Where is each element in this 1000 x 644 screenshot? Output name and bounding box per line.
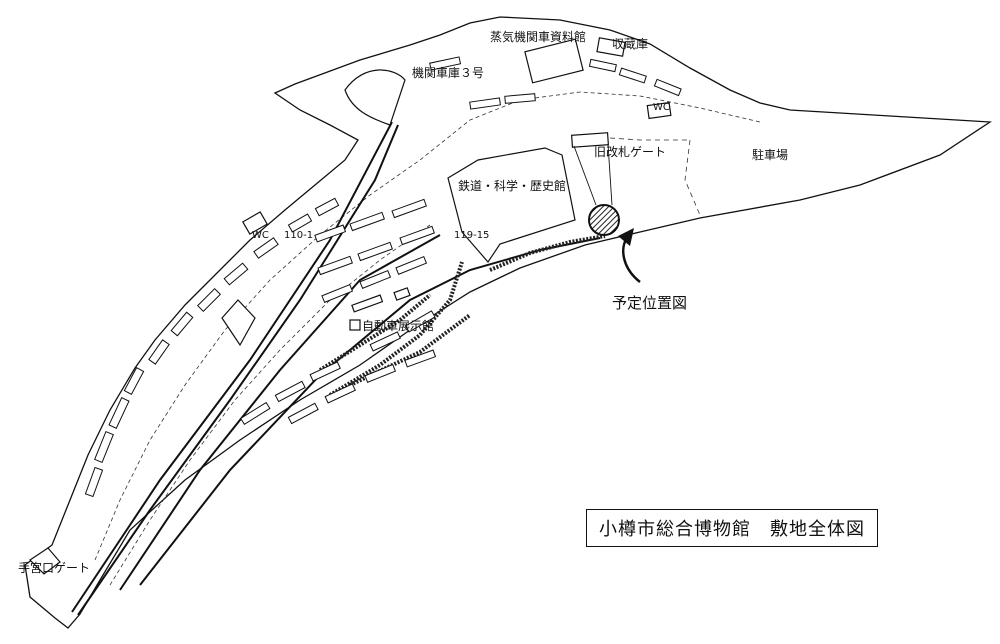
wc-building-top	[646, 101, 672, 120]
steam-museum-building	[524, 38, 584, 84]
storage-building	[596, 37, 626, 57]
gate-leader-lines	[573, 143, 613, 206]
label-rail-science-museum: 鉄道・科学・歴史館	[458, 179, 567, 193]
label-temiya-gate: 手宮口ゲート	[18, 561, 91, 575]
map-title: 小樽市総合博物館 敷地全体図	[599, 519, 865, 540]
rail-science-building	[447, 147, 576, 263]
temiya-gate-booth	[29, 547, 61, 575]
inner-road-dashed	[94, 91, 761, 561]
label-code-110-1: 110-1	[284, 230, 314, 241]
buildings	[29, 37, 672, 575]
engine-shed-3	[344, 69, 406, 126]
parking-dashed	[609, 137, 701, 216]
pavilion-lower	[221, 299, 256, 347]
map-title-box: 小樽市総合博物館 敷地全体図	[586, 509, 878, 547]
car-hall-box-3	[393, 287, 411, 301]
wc-building-left	[242, 211, 268, 235]
label-planned-location: 予定位置図	[612, 294, 688, 312]
car-hall-box-1	[349, 319, 361, 331]
label-engine-shed-3: 機関車庫３号	[412, 66, 485, 80]
car-hall-box-2	[351, 294, 384, 313]
site-boundary	[24, 16, 992, 629]
arrowhead-icon	[618, 228, 634, 246]
label-wc-top: WC	[653, 102, 670, 113]
label-parking: 駐車場	[752, 148, 789, 162]
rolling-stock	[240, 56, 682, 426]
label-storage: 収蔵庫	[612, 37, 649, 51]
label-code-119-15: 119-15	[454, 230, 490, 241]
label-old-gate: 旧改札ゲート	[594, 145, 667, 159]
label-wc-left: WC	[252, 230, 269, 241]
label-car-hall: 自動車展示館	[362, 319, 435, 333]
label-steam-museum: 蒸気機関車資料館	[490, 30, 587, 44]
left-edge-plaques	[84, 197, 340, 498]
old-gate-booth	[570, 132, 610, 148]
planned-location-arrow	[622, 237, 641, 283]
inner-road-dashed-2	[109, 224, 431, 586]
planned-location-marker	[588, 204, 620, 236]
